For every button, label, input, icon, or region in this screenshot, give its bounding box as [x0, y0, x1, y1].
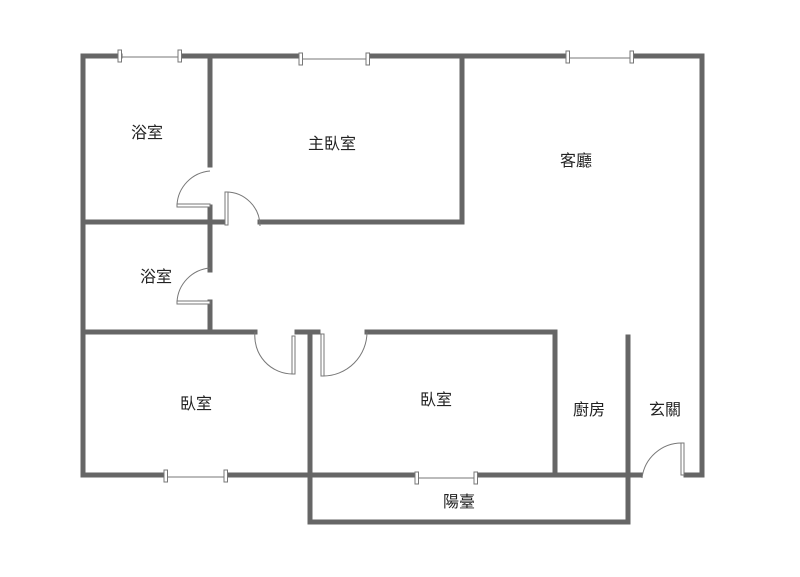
walls: [80, 53, 705, 525]
doors: [176, 170, 685, 479]
room-label-master-bedroom: 主臥室: [307, 134, 357, 153]
room-label-bedroom-2: 臥室: [419, 390, 453, 409]
room-label-entry: 玄關: [648, 400, 682, 419]
room-label-bathroom-1: 浴室: [130, 123, 164, 142]
wall-balcony: [307, 329, 631, 525]
room-label-bedroom-1: 臥室: [179, 394, 213, 413]
windows: [117, 49, 634, 485]
room-label-living-room: 客廳: [559, 151, 593, 170]
room-label-balcony: 陽臺: [442, 492, 476, 511]
room-label-bathroom-2: 浴室: [139, 267, 173, 286]
room-label-kitchen: 廚房: [572, 400, 606, 419]
